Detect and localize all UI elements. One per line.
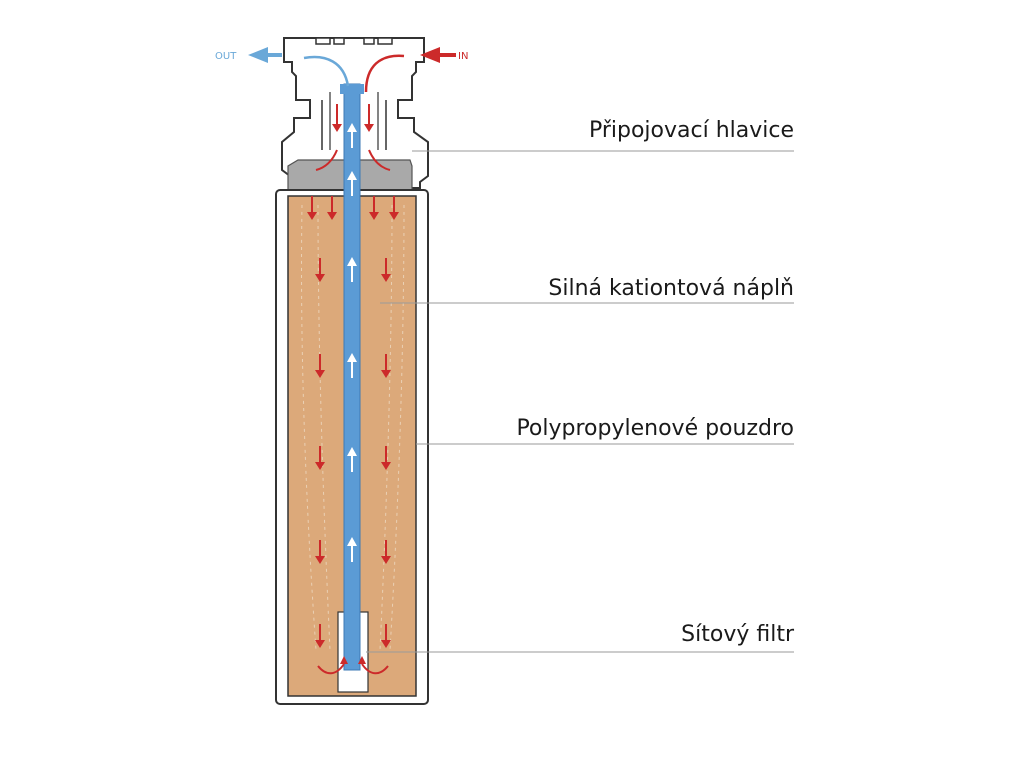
out-flow: OUT xyxy=(215,47,350,87)
callout-housing: Polypropylenové pouzdro xyxy=(416,416,794,445)
arrow-up-icon xyxy=(340,656,348,664)
arrow-row xyxy=(307,196,399,220)
cap-notch xyxy=(377,37,393,45)
arrow-down-icon xyxy=(315,370,325,378)
arrow-row xyxy=(315,354,391,378)
arrow-down-icon xyxy=(332,124,342,132)
arrow-down-icon xyxy=(381,556,391,564)
cap-notch xyxy=(363,37,375,45)
arrow-down-icon xyxy=(381,370,391,378)
arrow-down-icon xyxy=(369,212,379,220)
arrow-row xyxy=(315,258,391,282)
central-tube-cap xyxy=(340,84,364,94)
cap-notch xyxy=(315,37,331,45)
arrow-up-icon xyxy=(347,123,357,132)
arrow-up-icon xyxy=(347,447,357,456)
arrow-down-icon xyxy=(315,640,325,648)
arrow-down-icon xyxy=(381,274,391,282)
callout-label: Připojovací hlavice xyxy=(589,118,794,143)
arrow-down-icon xyxy=(381,462,391,470)
arrow-down-icon xyxy=(381,640,391,648)
arrow-down-icon xyxy=(315,556,325,564)
arrow-down-icon xyxy=(364,124,374,132)
arrow-down-icon xyxy=(315,274,325,282)
arrow-row xyxy=(315,540,391,564)
callout-mesh-filter: Sítový filtr xyxy=(366,622,795,653)
arrow-down-icon xyxy=(389,212,399,220)
callout-resin: Silná kationtová náplň xyxy=(380,276,794,304)
arrow-down-icon xyxy=(327,212,337,220)
upflow-arrows xyxy=(347,123,357,562)
in-flow: IN xyxy=(364,47,468,93)
cap-notch xyxy=(333,37,345,45)
out-label: OUT xyxy=(215,51,237,62)
arrow-up-icon xyxy=(358,656,366,664)
arrow-down-icon xyxy=(315,462,325,470)
arrow-up-icon xyxy=(347,171,357,180)
arrow-up-icon xyxy=(347,353,357,362)
in-label: IN xyxy=(458,51,468,62)
callout-connection-head: Připojovací hlavice xyxy=(412,118,794,152)
arrow-down-icon xyxy=(307,212,317,220)
arrow-left-icon xyxy=(420,47,440,63)
arrow-up-icon xyxy=(347,257,357,266)
callout-label: Sítový filtr xyxy=(681,622,795,647)
in-curve xyxy=(364,54,405,93)
callout-label: Silná kationtová náplň xyxy=(548,276,794,301)
arrow-up-icon xyxy=(347,537,357,546)
arrow-left-icon xyxy=(248,47,268,63)
out-curve xyxy=(303,55,350,87)
arrow-row xyxy=(315,446,391,470)
resin-flow-lines xyxy=(301,204,405,651)
callout-label: Polypropylenové pouzdro xyxy=(516,416,794,441)
downflow-arrows xyxy=(307,104,399,675)
arrow-row xyxy=(315,624,391,648)
